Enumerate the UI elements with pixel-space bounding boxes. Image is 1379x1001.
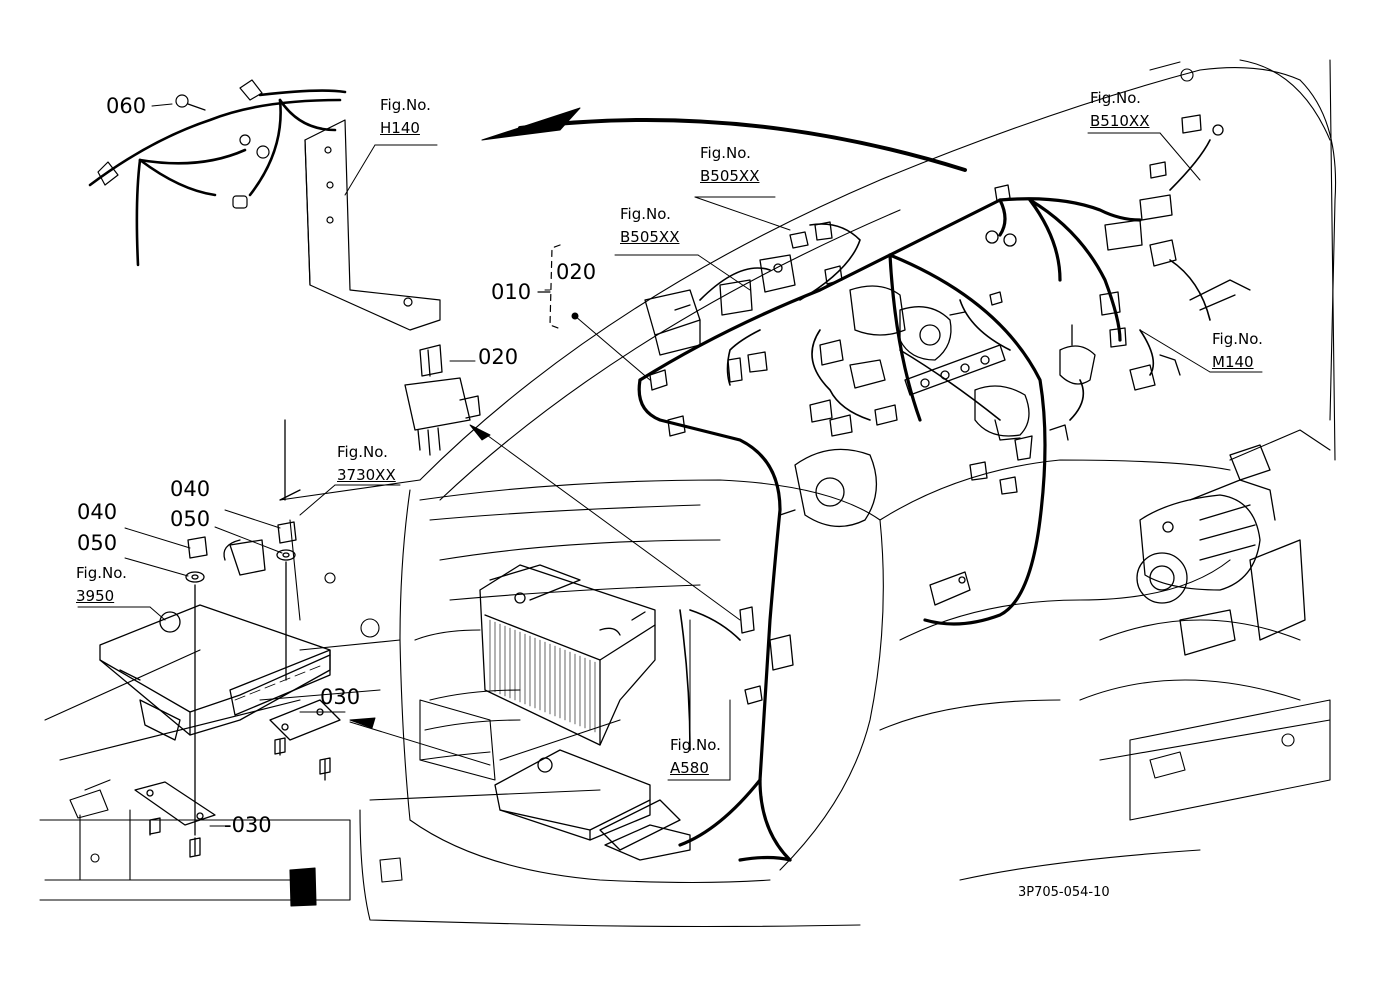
battery-cells [489, 619, 596, 733]
fig-ref-b505-top[interactable]: Fig.No. B505XX [700, 145, 759, 185]
bolts-and-washers [149, 521, 331, 858]
fig-ref-3730[interactable]: Fig.No. 3730XX [337, 444, 396, 484]
drawing-number: 3P705-054-10 [1018, 885, 1110, 900]
fig-ref-b510-code: B510XX [1090, 112, 1150, 130]
fig-ref-h140[interactable]: Fig.No. H140 [380, 97, 431, 137]
callout-030-lower: -030 [224, 813, 272, 837]
main-wiring-harness [637, 197, 1142, 862]
ecu-connector-pins [234, 665, 321, 701]
fig-ref-b505-mid-prefix: Fig.No. [620, 205, 671, 223]
callout-050-left: 050 [77, 531, 118, 555]
ecu-exploded [99, 419, 341, 856]
callout-040-right: 040 [170, 477, 211, 501]
engine-components [644, 114, 1306, 656]
fig-ref-b505-mid[interactable]: Fig.No. B505XX [620, 206, 679, 246]
fig-ref-m140[interactable]: Fig.No. M140 [1212, 331, 1263, 371]
battery [479, 564, 656, 746]
harness-h140-assembly [88, 89, 347, 267]
direction-arrow [518, 118, 967, 172]
fig-ref-m140-prefix: Fig.No. [1212, 330, 1263, 348]
fig-ref-3950-prefix: Fig.No. [76, 564, 127, 582]
fig-ref-b510[interactable]: Fig.No. B510XX [1090, 90, 1149, 130]
callout-010: 010 [491, 280, 532, 304]
fig-ref-3730-code: 3730XX [337, 466, 396, 484]
fuse-holder [404, 344, 481, 456]
fig-ref-m140-code: M140 [1212, 353, 1254, 371]
harness-clamps [649, 184, 1011, 705]
tractor-body-outline [39, 59, 1337, 928]
callout-bracket-010 [549, 244, 561, 329]
fig-ref-3950[interactable]: Fig.No. 3950 [76, 565, 127, 605]
fig-ref-3950-code: 3950 [76, 587, 115, 605]
fig-ref-a580-prefix: Fig.No. [670, 736, 721, 754]
fig-ref-b510-prefix: Fig.No. [1090, 89, 1141, 107]
leader-lines [77, 103, 1263, 827]
fig-ref-a580[interactable]: Fig.No. A580 [670, 737, 721, 777]
callout-020-fuse: 020 [478, 345, 519, 369]
battery-bracket [69, 699, 621, 881]
fig-ref-3730-prefix: Fig.No. [337, 443, 388, 461]
fig-ref-b505-top-code: B505XX [700, 167, 760, 185]
callout-020-group: 020 [556, 260, 597, 284]
callout-050-right: 050 [170, 507, 211, 531]
sub-harness-wires [679, 139, 1211, 751]
bracket-h140 [97, 79, 441, 331]
ecu-installed [494, 749, 691, 861]
fig-ref-a580-code: A580 [670, 759, 709, 777]
fig-ref-h140-code: H140 [380, 119, 420, 137]
fig-ref-b505-mid-code: B505XX [620, 228, 680, 246]
fig-ref-b505-top-prefix: Fig.No. [700, 144, 751, 162]
fig-ref-h140-prefix: Fig.No. [380, 96, 431, 114]
callout-060: 060 [106, 94, 147, 118]
callout-030-upper: 030 [320, 685, 361, 709]
callout-040-left: 040 [77, 500, 118, 524]
